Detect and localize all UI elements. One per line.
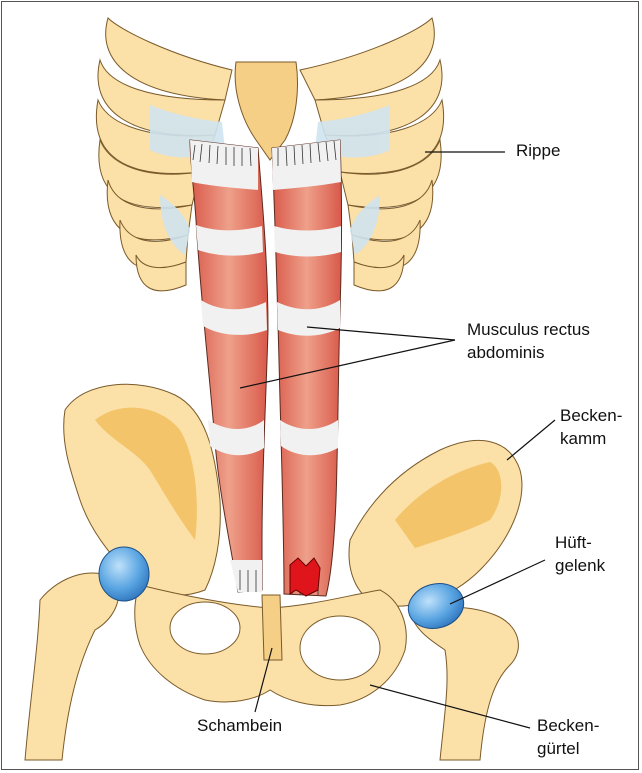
sternum — [235, 62, 297, 160]
label-becken-kamm-2: kamm — [560, 428, 606, 449]
right-femur — [410, 607, 518, 760]
left-hip-joint — [99, 547, 149, 601]
left-femur — [25, 573, 118, 760]
label-becken-kamm-1: Becken- — [560, 405, 622, 426]
label-hueft-gelenk-1: Hüft- — [555, 532, 592, 553]
label-musculus-rectus: Musculus rectus — [467, 319, 590, 340]
rib-cage — [96, 18, 443, 291]
label-becken-guertel-2: gürtel — [537, 738, 580, 759]
label-hueft-gelenk-2: gelenk — [555, 555, 605, 576]
label-rippe: Rippe — [516, 140, 560, 161]
label-abdominis: abdominis — [467, 342, 545, 363]
label-becken-guertel-1: Becken- — [537, 715, 599, 736]
label-schambein: Schambein — [197, 715, 282, 736]
